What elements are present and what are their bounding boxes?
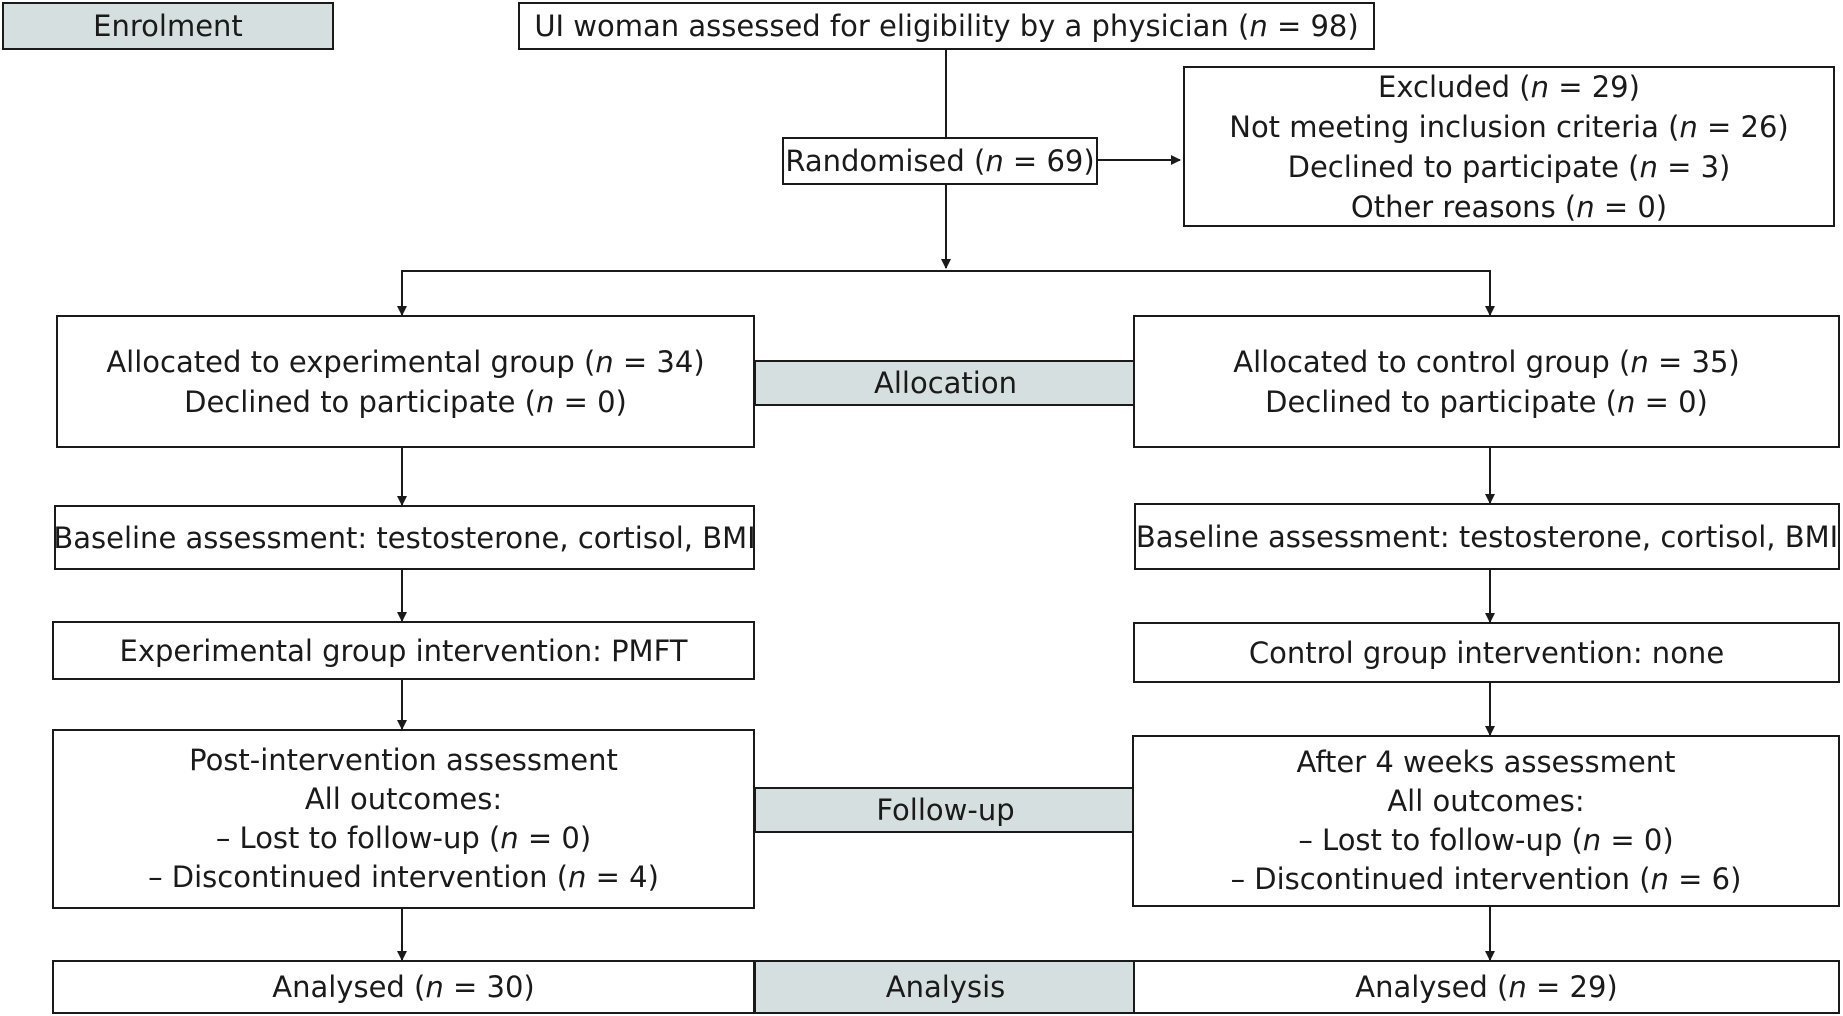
stage-label-allocation-text: Allocation <box>874 366 1017 400</box>
experimental-followup-subtitle: All outcomes: <box>304 782 503 816</box>
experimental-analysed-text: Analysed (n = 30) <box>272 970 535 1004</box>
control-followup-subtitle: All outcomes: <box>1387 784 1585 818</box>
experimental-allocated-box: Allocated to experimental group (n = 34)… <box>56 315 755 448</box>
control-intervention-box: Control group intervention: none <box>1133 622 1840 683</box>
stage-label-enrolment: Enrolment <box>2 2 334 50</box>
assessed-box: UI woman assessed for eligibility by a p… <box>518 2 1375 50</box>
control-lost-to-followup: – Lost to follow-up (n = 0) <box>1298 823 1674 857</box>
control-declined-text: Declined to participate (n = 0) <box>1265 384 1708 419</box>
experimental-baseline-text: Baseline assessment: testosterone, corti… <box>53 520 756 555</box>
control-intervention-text: Control group intervention: none <box>1248 635 1725 670</box>
experimental-intervention-text: Experimental group intervention: PMFT <box>119 633 688 668</box>
excluded-not-meeting-criteria: Not meeting inclusion criteria (n = 26) <box>1229 109 1789 144</box>
stage-label-allocation: Allocation <box>754 360 1137 406</box>
control-discontinued: – Discontinued intervention (n = 6) <box>1230 862 1742 896</box>
experimental-declined-text: Declined to participate (n = 0) <box>184 384 627 419</box>
experimental-allocated-text: Allocated to experimental group (n = 34) <box>106 344 705 379</box>
experimental-baseline-box: Baseline assessment: testosterone, corti… <box>53 505 756 570</box>
control-allocated-text: Allocated to control group (n = 35) <box>1233 344 1740 379</box>
control-followup-title: After 4 weeks assessment <box>1296 745 1676 779</box>
randomised-box: Randomised (n = 69) <box>782 137 1098 185</box>
stage-label-follow-up-text: Follow-up <box>876 793 1015 827</box>
experimental-lost-to-followup: – Lost to follow-up (n = 0) <box>215 821 592 855</box>
control-followup-box: After 4 weeks assessment All outcomes: –… <box>1132 735 1840 907</box>
stage-label-analysis-text: Analysis <box>885 970 1006 1004</box>
randomised-text: Randomised (n = 69) <box>785 144 1095 178</box>
stage-label-follow-up: Follow-up <box>754 787 1137 833</box>
experimental-discontinued: – Discontinued intervention (n = 4) <box>148 860 659 894</box>
control-baseline-box: Baseline assessment: testosterone, corti… <box>1134 503 1840 570</box>
excluded-other-reasons: Other reasons (n = 0) <box>1350 189 1668 224</box>
control-allocated-box: Allocated to control group (n = 35) Decl… <box>1133 315 1840 448</box>
excluded-declined: Declined to participate (n = 3) <box>1287 149 1731 184</box>
line-split-horizontal <box>401 270 1491 315</box>
control-analysed-text: Analysed (n = 29) <box>1355 970 1618 1004</box>
control-analysed-box: Analysed (n = 29) <box>1133 960 1840 1014</box>
stage-label-enrolment-text: Enrolment <box>93 9 243 43</box>
control-baseline-text: Baseline assessment: testosterone, corti… <box>1135 519 1839 554</box>
experimental-followup-box: Post-intervention assessment All outcome… <box>52 729 755 909</box>
excluded-total: Excluded (n = 29) <box>1378 69 1640 104</box>
excluded-box: Excluded (n = 29) Not meeting inclusion … <box>1183 66 1835 227</box>
experimental-followup-title: Post-intervention assessment <box>189 743 618 777</box>
assessed-text: UI woman assessed for eligibility by a p… <box>534 9 1359 43</box>
experimental-analysed-box: Analysed (n = 30) <box>52 960 755 1014</box>
stage-label-analysis: Analysis <box>754 960 1137 1014</box>
experimental-intervention-box: Experimental group intervention: PMFT <box>52 621 755 680</box>
